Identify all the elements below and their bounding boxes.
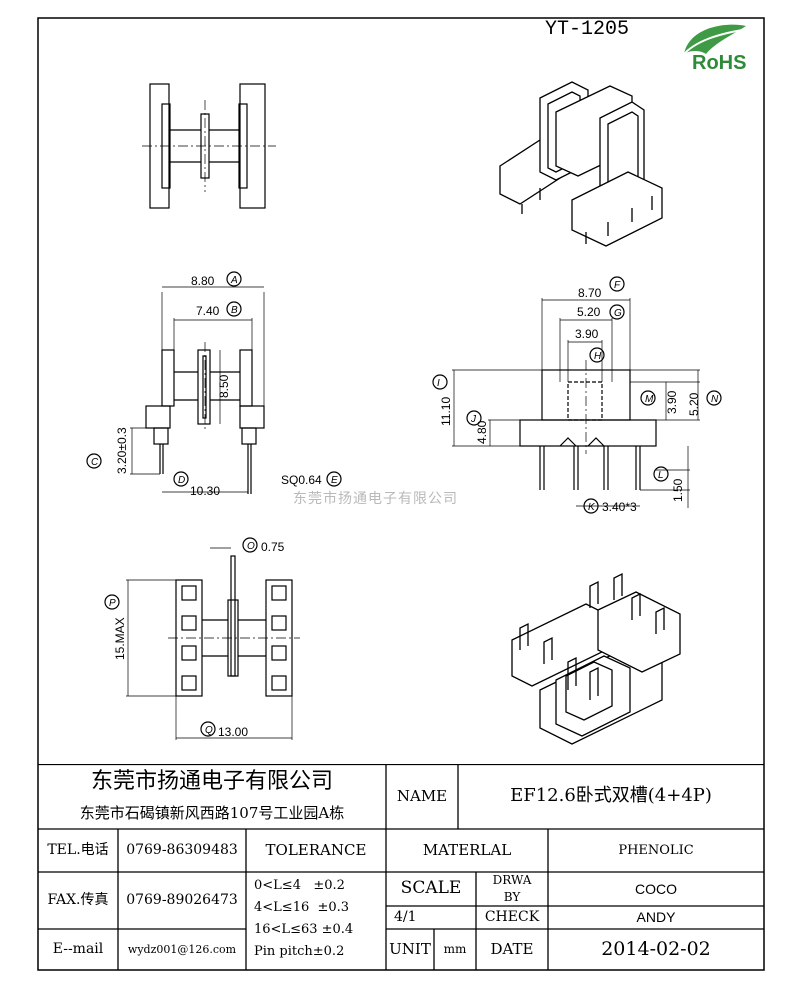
part-number: YT-1205 xyxy=(545,18,630,41)
side-view xyxy=(432,276,722,514)
drawn-by-value: COCO xyxy=(635,880,677,897)
tolerance-label: TOLERANCE xyxy=(265,840,367,859)
label-p: P xyxy=(109,598,116,609)
label-d: D xyxy=(178,475,185,486)
label-e: E xyxy=(331,475,338,486)
watermark: 东莞市扬通电子有限公司 xyxy=(293,491,458,507)
front-view xyxy=(86,271,342,494)
dim-3-90-side: 3.90 xyxy=(665,390,679,414)
material-label: MATERLAL xyxy=(422,840,512,859)
isometric-view-top xyxy=(499,81,663,247)
email-value: wydz001@126.com xyxy=(127,942,237,956)
tolerance-line-1: 0<L≤4 ±0.2 xyxy=(254,878,345,894)
dim-15max: 15.MAX xyxy=(113,617,127,660)
label-f: F xyxy=(614,280,621,291)
label-m: M xyxy=(645,394,654,405)
dim-3-40: 3.40*3 xyxy=(602,500,637,514)
dim-sq064: SQ0.64 xyxy=(281,473,322,487)
tolerance-line-2: 4<L≤16 ±0.3 xyxy=(254,900,350,916)
scale-label: SCALE xyxy=(400,878,462,899)
tolerance-line-4: Pin pitch±0.2 xyxy=(254,944,345,960)
label-c: C xyxy=(91,457,99,468)
material-value: PHENOLIC xyxy=(618,842,694,858)
dim-5-20-top: 5.20 xyxy=(577,305,601,319)
top-view-bobbin xyxy=(142,83,276,209)
unit-label: UNIT xyxy=(389,939,431,958)
label-b: B xyxy=(231,305,238,316)
dim-8-80: 8.80 xyxy=(191,274,215,288)
label-k: K xyxy=(588,502,596,513)
label-l: L xyxy=(658,470,664,481)
date-value: 2014-02-02 xyxy=(601,937,711,960)
tolerance-line-3: 16<L≤63 ±0.4 xyxy=(254,922,354,938)
label-o: O xyxy=(247,541,255,552)
title-block: 东莞市扬通电子有限公司 东莞市石碣镇新风西路107号工业园A栋 NAME EF1… xyxy=(38,764,764,970)
label-a: A xyxy=(230,275,238,286)
name-label: NAME xyxy=(396,786,448,805)
check-label: CHECK xyxy=(484,909,540,926)
date-label: DATE xyxy=(490,939,534,958)
label-i: I xyxy=(437,378,440,389)
dim-7-40: 7.40 xyxy=(196,304,220,318)
dim-8-50: 8.50 xyxy=(217,374,231,398)
rohs-leaf-icon xyxy=(681,24,746,57)
label-g: G xyxy=(614,308,622,319)
company-address: 东莞市石碣镇新风西路107号工业园A栋 xyxy=(79,804,345,823)
drawn-by-label-1: DRWA xyxy=(492,873,532,888)
tel-label: TEL.电话 xyxy=(47,842,109,859)
fax-value: 0769-89026473 xyxy=(126,892,238,909)
dim-10-30: 10.30 xyxy=(190,484,220,498)
email-label: E--mail xyxy=(52,941,104,958)
label-n: N xyxy=(711,394,719,405)
dim-5-20-side: 5.20 xyxy=(687,392,701,416)
dim-8-70: 8.70 xyxy=(578,286,602,300)
company-name: 东莞市扬通电子有限公司 xyxy=(90,768,333,794)
name-value: EF12.6卧式双槽(4+4P) xyxy=(510,785,712,807)
scale-value: 4/1 xyxy=(394,909,417,926)
label-j: J xyxy=(470,414,477,425)
isometric-view-bottom xyxy=(511,572,681,745)
title-block-grid xyxy=(38,764,764,970)
fax-label: FAX.传真 xyxy=(47,892,109,909)
dim-3-20: 3.20±0.3 xyxy=(115,427,129,474)
bottom-view xyxy=(104,537,300,740)
dim-3-90-top: 3.90 xyxy=(575,327,599,341)
label-h: H xyxy=(594,351,602,362)
dim-0-75: 0.75 xyxy=(261,540,285,554)
rohs-label: RoHS xyxy=(692,52,747,74)
dim-13-00: 13.00 xyxy=(218,725,248,739)
dim-4-80: 4.80 xyxy=(475,420,489,444)
dim-11-10: 11.10 xyxy=(439,397,453,426)
dim-1-50: 1.50 xyxy=(671,478,685,502)
unit-value: mm xyxy=(443,942,467,957)
label-q: Q xyxy=(205,725,213,736)
check-value: ANDY xyxy=(636,909,676,926)
drawn-by-label-2: BY xyxy=(503,890,521,905)
tel-value: 0769-86309483 xyxy=(126,842,238,859)
